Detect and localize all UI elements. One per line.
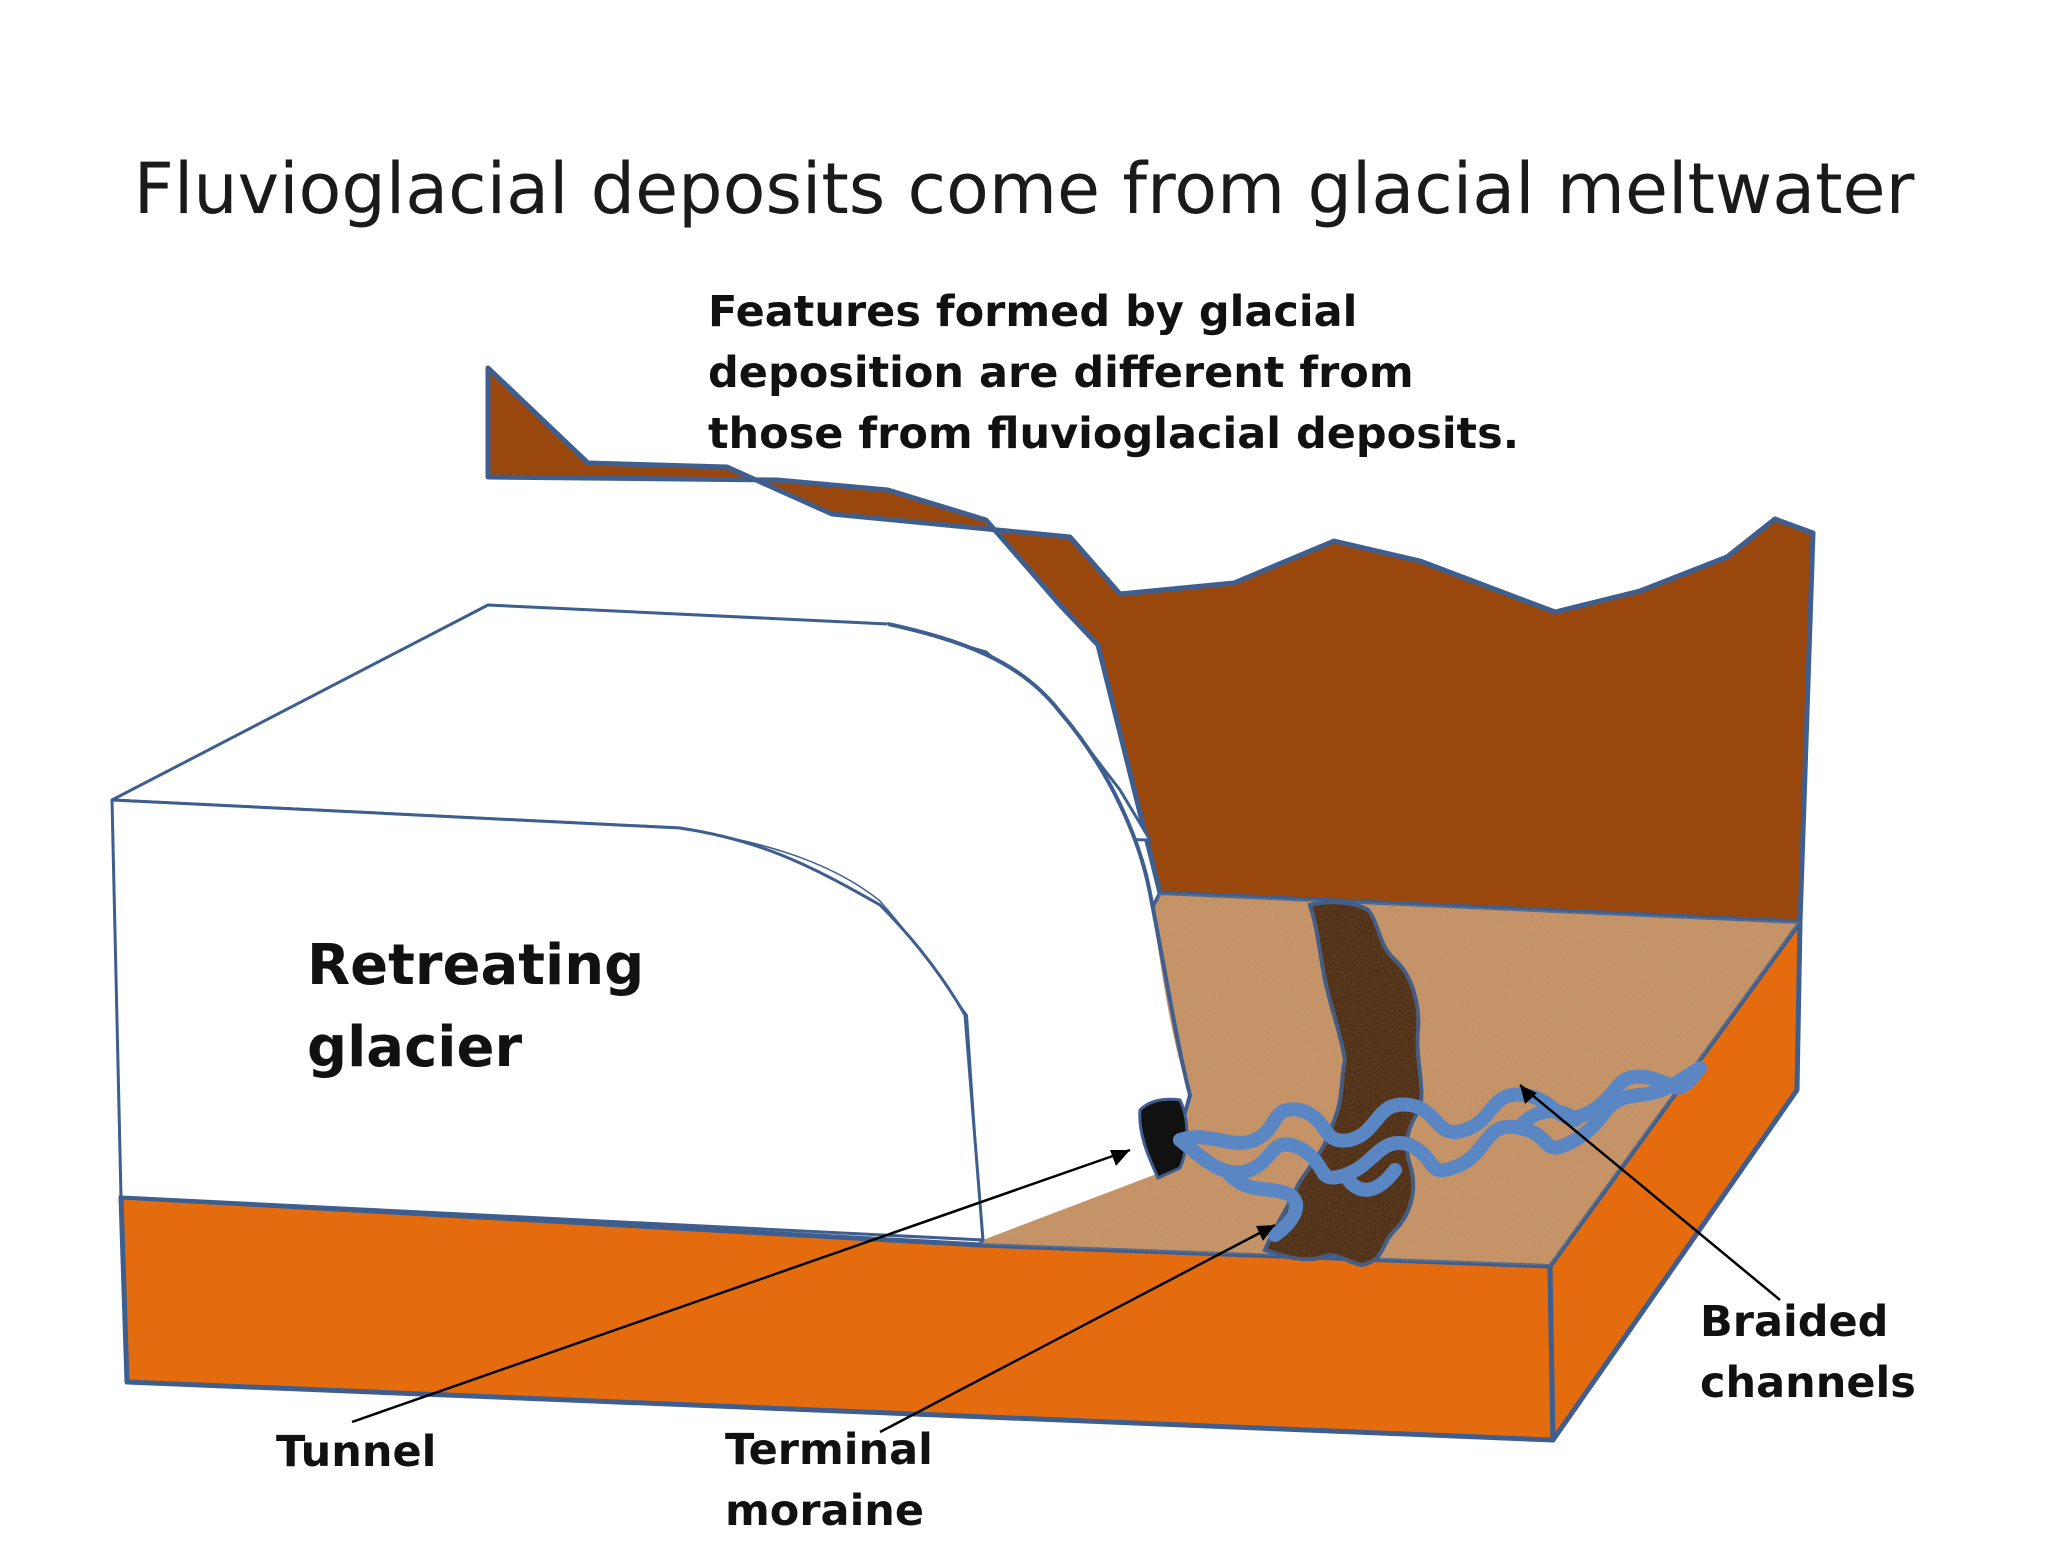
label-line: channels xyxy=(1700,1358,1916,1408)
glacier-snout xyxy=(680,624,1190,1240)
label-line: Braided xyxy=(1700,1297,1889,1347)
note-line: those from fluvioglacial deposits. xyxy=(708,409,1520,459)
label-terminal-moraine: Terminal moraine xyxy=(725,1420,933,1542)
note-text: Features formed by glacial deposition ar… xyxy=(708,282,1520,465)
braided-channels xyxy=(1173,1061,1707,1242)
slide-title: Fluvioglacial deposits come from glacial… xyxy=(133,148,1915,230)
glacier-snout-edge xyxy=(887,622,1193,1169)
glacier-inner-edge xyxy=(679,826,985,1241)
label-line: glacier xyxy=(307,1015,523,1080)
label-braided-channels: Braided channels xyxy=(1700,1292,1916,1414)
label-line: Terminal xyxy=(725,1425,933,1475)
label-retreating-glacier: Retreating glacier xyxy=(307,925,644,1089)
note-line: Features formed by glacial xyxy=(708,287,1358,337)
note-line: deposition are different from xyxy=(708,348,1414,398)
label-line: Retreating xyxy=(307,933,645,998)
label-line: moraine xyxy=(725,1486,925,1536)
arrowheads xyxy=(1110,1085,1537,1241)
valley-wall xyxy=(485,365,1816,925)
label-tunnel: Tunnel xyxy=(276,1427,437,1477)
leader-lines xyxy=(351,1084,1781,1434)
